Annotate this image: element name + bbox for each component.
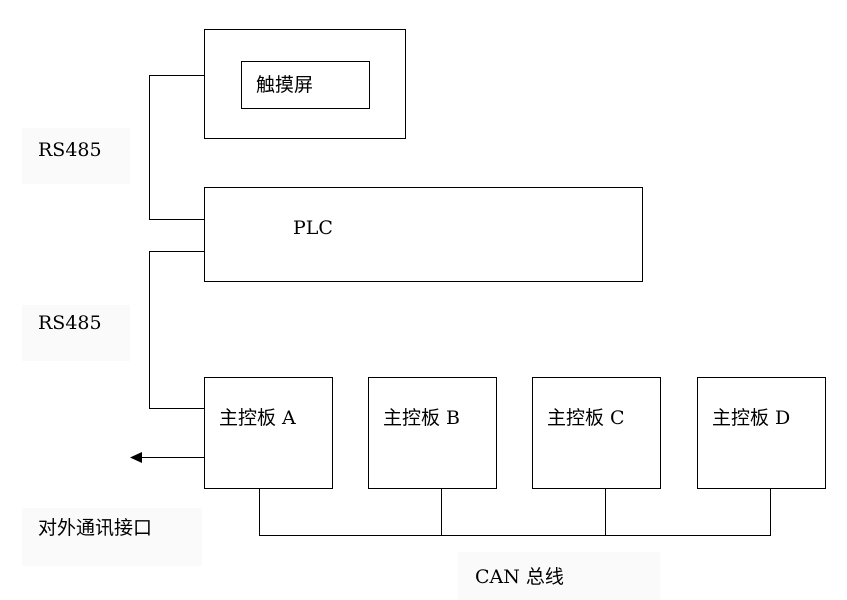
touchscreen-box: 触摸屏 <box>204 29 406 139</box>
board-d-box: 主控板 D <box>697 377 826 489</box>
board-a-label: 主控板 A <box>219 407 296 429</box>
can-bus-label-bg <box>458 552 660 600</box>
external-interface-label: 对外通讯接口 <box>38 517 153 539</box>
rs485-top-label-bg <box>22 128 130 184</box>
board-c-box: 主控板 C <box>532 377 661 489</box>
rs485-link-touchscreen-plc <box>149 75 206 220</box>
external-interface-label-bg <box>22 508 202 566</box>
rs485-bottom-label-bg <box>22 305 130 361</box>
board-b-label: 主控板 B <box>383 407 461 429</box>
touchscreen-inner-box: 触摸屏 <box>241 61 370 109</box>
rs485-label-top: RS485 <box>38 139 102 161</box>
plc-box: PLC <box>204 187 643 282</box>
plc-label: PLC <box>293 217 333 239</box>
board-a-box: 主控板 A <box>204 377 333 489</box>
touchscreen-label: 触摸屏 <box>256 74 314 96</box>
external-arrow-head <box>130 452 142 463</box>
board-d-label: 主控板 D <box>712 407 791 429</box>
can-bus-line <box>259 488 771 536</box>
board-c-label: 主控板 C <box>547 407 625 429</box>
board-b-box: 主控板 B <box>368 377 497 489</box>
rs485-link-plc-boards <box>149 251 206 409</box>
rs485-label-bottom: RS485 <box>38 312 102 334</box>
can-bus-label: CAN 总线 <box>475 566 564 588</box>
